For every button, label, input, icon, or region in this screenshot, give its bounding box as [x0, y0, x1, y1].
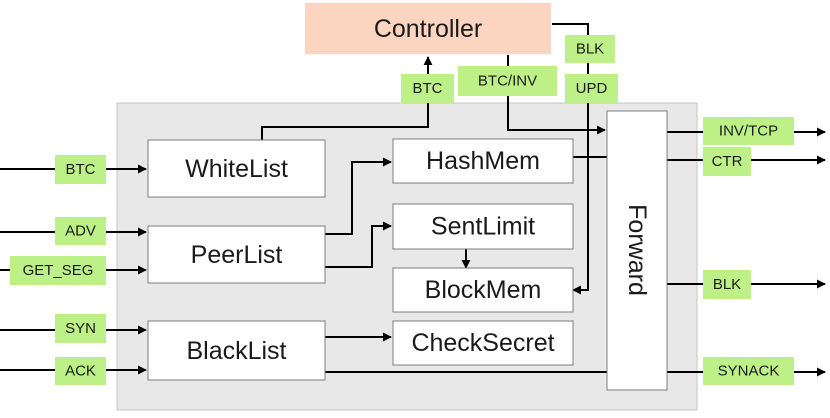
- whitelist-label: WhiteList: [185, 155, 288, 183]
- ack-input-tag-label: ACK: [65, 363, 96, 380]
- get-seg-input-tag: [10, 256, 106, 285]
- inv-tcp-output-tag-label: INV/TCP: [719, 123, 778, 140]
- upd-tag: [565, 74, 618, 103]
- whitelist-block: [147, 139, 326, 198]
- ctr-output-tag-label: CTR: [712, 153, 743, 170]
- peerlist-to-sentlimit-line: [325, 221, 392, 268]
- blk-output-tag-label: BLK: [713, 276, 741, 293]
- blk-controller-tag: [565, 35, 615, 63]
- blockmem-label: BlockMem: [425, 276, 542, 304]
- btc-inv-tag-label: BTC/INV: [478, 73, 537, 90]
- get-seg-input-tag-label: GET_SEG: [23, 262, 94, 279]
- btc-up-tag: [401, 74, 454, 103]
- forward-label: Forward: [623, 204, 651, 296]
- checksecret-block: [392, 320, 574, 366]
- synack-output-tag-label: SYNACK: [718, 363, 780, 380]
- syn-input-tag: [55, 314, 106, 343]
- ctr-output-tag: [703, 147, 751, 176]
- sentlimit-label: SentLimit: [431, 213, 535, 241]
- btc-up-tag-label: BTC: [413, 80, 443, 97]
- hashmem-block: [392, 138, 574, 184]
- sentlimit-block: [392, 203, 574, 250]
- adv-input-tag: [55, 217, 106, 245]
- blacklist-block: [147, 320, 326, 381]
- controller-label: Controller: [374, 15, 482, 43]
- btc-input-tag-label: BTC: [66, 161, 96, 178]
- synack-output-tag: [703, 357, 794, 385]
- controller-block: [305, 3, 551, 54]
- ack-input-tag: [55, 357, 106, 385]
- syn-input-tag-label: SYN: [65, 320, 96, 337]
- btc-inv-tag: [458, 66, 557, 96]
- blk-output-tag: [703, 270, 751, 299]
- hashmem-label: HashMem: [426, 147, 540, 175]
- forward-block: [606, 110, 668, 391]
- peerlist-to-hashmem-line: [325, 157, 392, 235]
- blacklist-label: BlackList: [186, 337, 286, 365]
- checksecret-label: CheckSecret: [411, 329, 554, 357]
- blk-controller-tag-label: BLK: [576, 41, 604, 58]
- inv-tcp-output-tag: [703, 117, 794, 145]
- peerlist-block: [147, 225, 326, 284]
- peerlist-label: PeerList: [191, 241, 283, 269]
- blockmem-block: [392, 267, 574, 313]
- btc-input-tag: [55, 155, 106, 184]
- upd-tag-label: UPD: [576, 80, 608, 97]
- adv-input-tag-label: ADV: [65, 223, 96, 240]
